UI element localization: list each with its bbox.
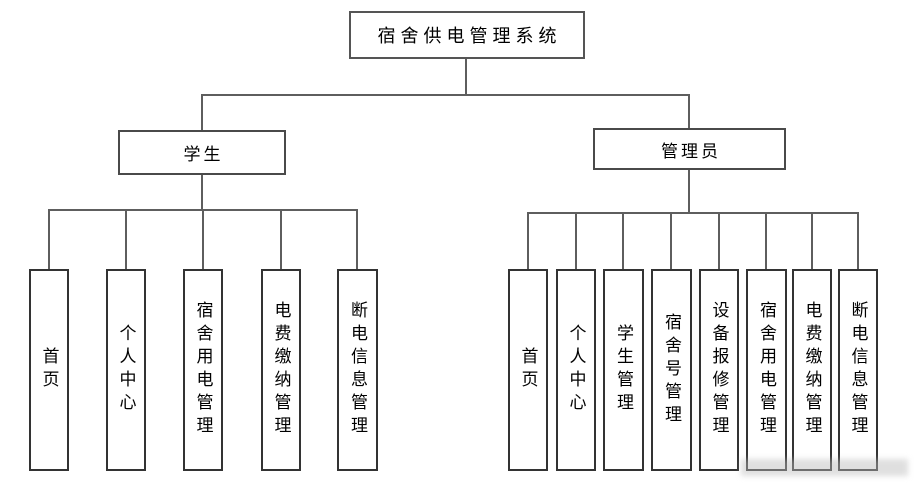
leaf-node-admin-fee-payment: 电费缴纳管理 [792, 269, 832, 471]
leaf-node-label: 电费缴纳管理 [802, 301, 822, 439]
leaf-node-student-dorm-electricity: 宿舍用电管理 [183, 269, 223, 471]
leaf-node-admin-home: 首页 [508, 269, 548, 471]
root-node-label: 宿舍供电管理系统 [377, 26, 562, 46]
leaf-node-admin-personal-center: 个人中心 [556, 269, 596, 471]
branch-node-admin: 管理员 [593, 128, 786, 170]
leaf-node-student-personal-center: 个人中心 [106, 269, 146, 471]
connector-line [201, 95, 203, 130]
connector-line [688, 95, 690, 129]
connector-line [527, 212, 859, 214]
leaf-node-label: 首页 [39, 347, 59, 393]
connector-line [688, 170, 690, 213]
leaf-node-student-fee-payment: 电费缴纳管理 [261, 269, 301, 471]
leaf-node-label: 设备报修管理 [709, 301, 729, 439]
branch-node-student-label: 学生 [183, 145, 224, 164]
leaf-node-admin-outage-info: 断电信息管理 [838, 269, 878, 471]
leaf-node-admin-student-mgmt: 学生管理 [603, 269, 644, 471]
branch-node-student: 学生 [118, 130, 286, 175]
connector-line [857, 213, 859, 269]
connector-line [670, 213, 672, 269]
connector-line [202, 210, 204, 269]
leaf-node-label: 宿舍号管理 [662, 312, 681, 428]
connector-line [811, 213, 813, 269]
leaf-node-label: 断电信息管理 [348, 301, 367, 439]
leaf-node-label: 学生管理 [614, 324, 633, 416]
leaf-node-admin-equipment-repair: 设备报修管理 [699, 269, 739, 471]
connector-line [201, 175, 203, 210]
branch-node-admin-label: 管理员 [661, 141, 721, 161]
leaf-node-label: 电费缴纳管理 [271, 301, 291, 439]
connector-line [280, 210, 282, 269]
leaf-node-student-outage-info: 断电信息管理 [337, 269, 378, 471]
connector-line [622, 213, 624, 269]
connector-line [718, 213, 720, 269]
leaf-node-label: 断电信息管理 [848, 301, 868, 439]
connector-line [575, 213, 577, 269]
root-node: 宿舍供电管理系统 [349, 11, 585, 59]
leaf-node-admin-dorm-electricity: 宿舍用电管理 [746, 269, 787, 471]
connector-line [125, 210, 127, 269]
connector-line [356, 210, 358, 269]
connector-line [201, 94, 690, 96]
leaf-node-label: 首页 [518, 347, 538, 393]
connector-line [48, 210, 50, 269]
connector-line [465, 58, 467, 95]
leaf-node-label: 个人中心 [116, 324, 136, 416]
connector-line [527, 213, 529, 269]
leaf-node-label: 个人中心 [566, 324, 586, 416]
leaf-node-label: 宿舍用电管理 [193, 301, 213, 439]
connector-line [765, 213, 767, 269]
leaf-node-admin-dorm-number-mgmt: 宿舍号管理 [651, 269, 692, 471]
leaf-node-label: 宿舍用电管理 [757, 301, 776, 439]
leaf-node-student-home: 首页 [29, 269, 69, 471]
